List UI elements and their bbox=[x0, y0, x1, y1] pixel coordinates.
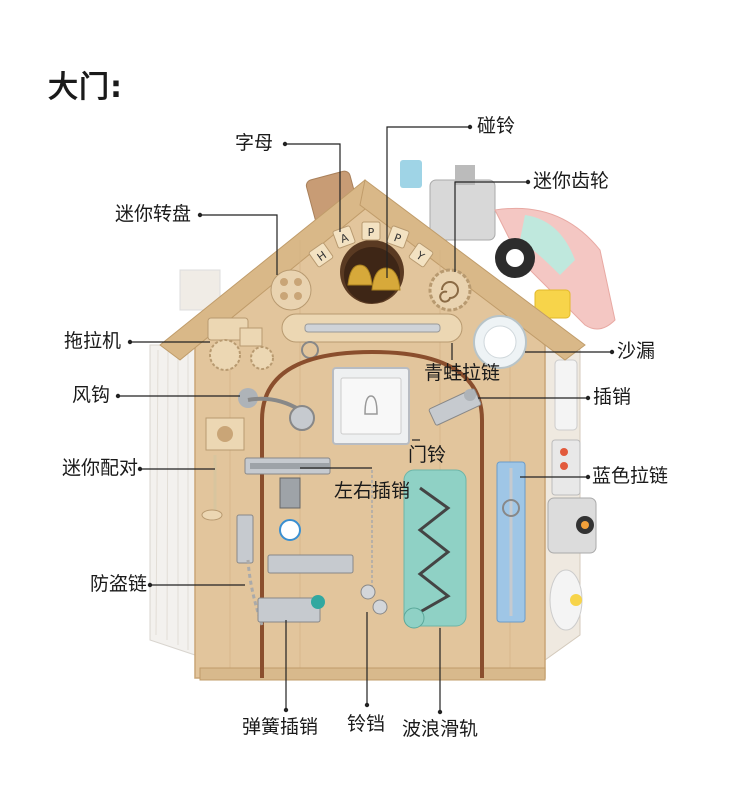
label-tractor: 拖拉机 bbox=[64, 330, 122, 352]
latch-bolt-right bbox=[428, 388, 482, 426]
mini-turntable bbox=[270, 269, 312, 311]
letter-tile: P bbox=[392, 231, 403, 246]
label-hourglass: 沙漏 bbox=[617, 340, 656, 362]
label-blue-zipper: 蓝色拉链 bbox=[592, 465, 669, 487]
label-spring-bolt: 弹簧插销 bbox=[242, 716, 319, 738]
wave-slider bbox=[403, 469, 467, 629]
label-wind-hook: 风钩 bbox=[72, 384, 111, 406]
bells-icon bbox=[347, 264, 401, 291]
label-bells: 碰铃 bbox=[477, 115, 516, 137]
mini-gears bbox=[428, 268, 472, 312]
jingle-bells bbox=[360, 470, 388, 615]
happy-letter-tiles: H A P P Y bbox=[308, 221, 434, 268]
chain bbox=[246, 559, 264, 626]
wind-hook bbox=[238, 388, 315, 431]
tractor bbox=[207, 317, 274, 371]
vertical-bolt bbox=[236, 514, 254, 564]
page-title: 大门: bbox=[48, 70, 123, 105]
label-latch-bolt: 插销 bbox=[593, 386, 632, 408]
label-mini-match: 迷你配对 bbox=[62, 457, 139, 479]
spring-bolt bbox=[257, 595, 325, 623]
label-mini-turntable: 迷你转盘 bbox=[115, 203, 192, 225]
label-side-bolt: 左右插销 bbox=[334, 480, 411, 502]
letter-tile: A bbox=[339, 231, 351, 246]
blue-zipper bbox=[496, 461, 526, 623]
label-jingle-bell: 铃铛 bbox=[347, 713, 386, 735]
label-wave-slider: 波浪滑轨 bbox=[402, 718, 479, 740]
label-frog-zipper: 青蛙拉链 bbox=[424, 362, 501, 384]
label-doorbell: 门铃 bbox=[408, 444, 447, 466]
label-mini-gears: 迷你齿轮 bbox=[533, 170, 610, 192]
label-letters: 字母 bbox=[235, 132, 274, 154]
roof-right bbox=[359, 179, 586, 361]
letter-tile: P bbox=[368, 226, 375, 239]
label-chain-lock: 防盗链 bbox=[90, 573, 148, 595]
side-bolt bbox=[244, 457, 331, 541]
